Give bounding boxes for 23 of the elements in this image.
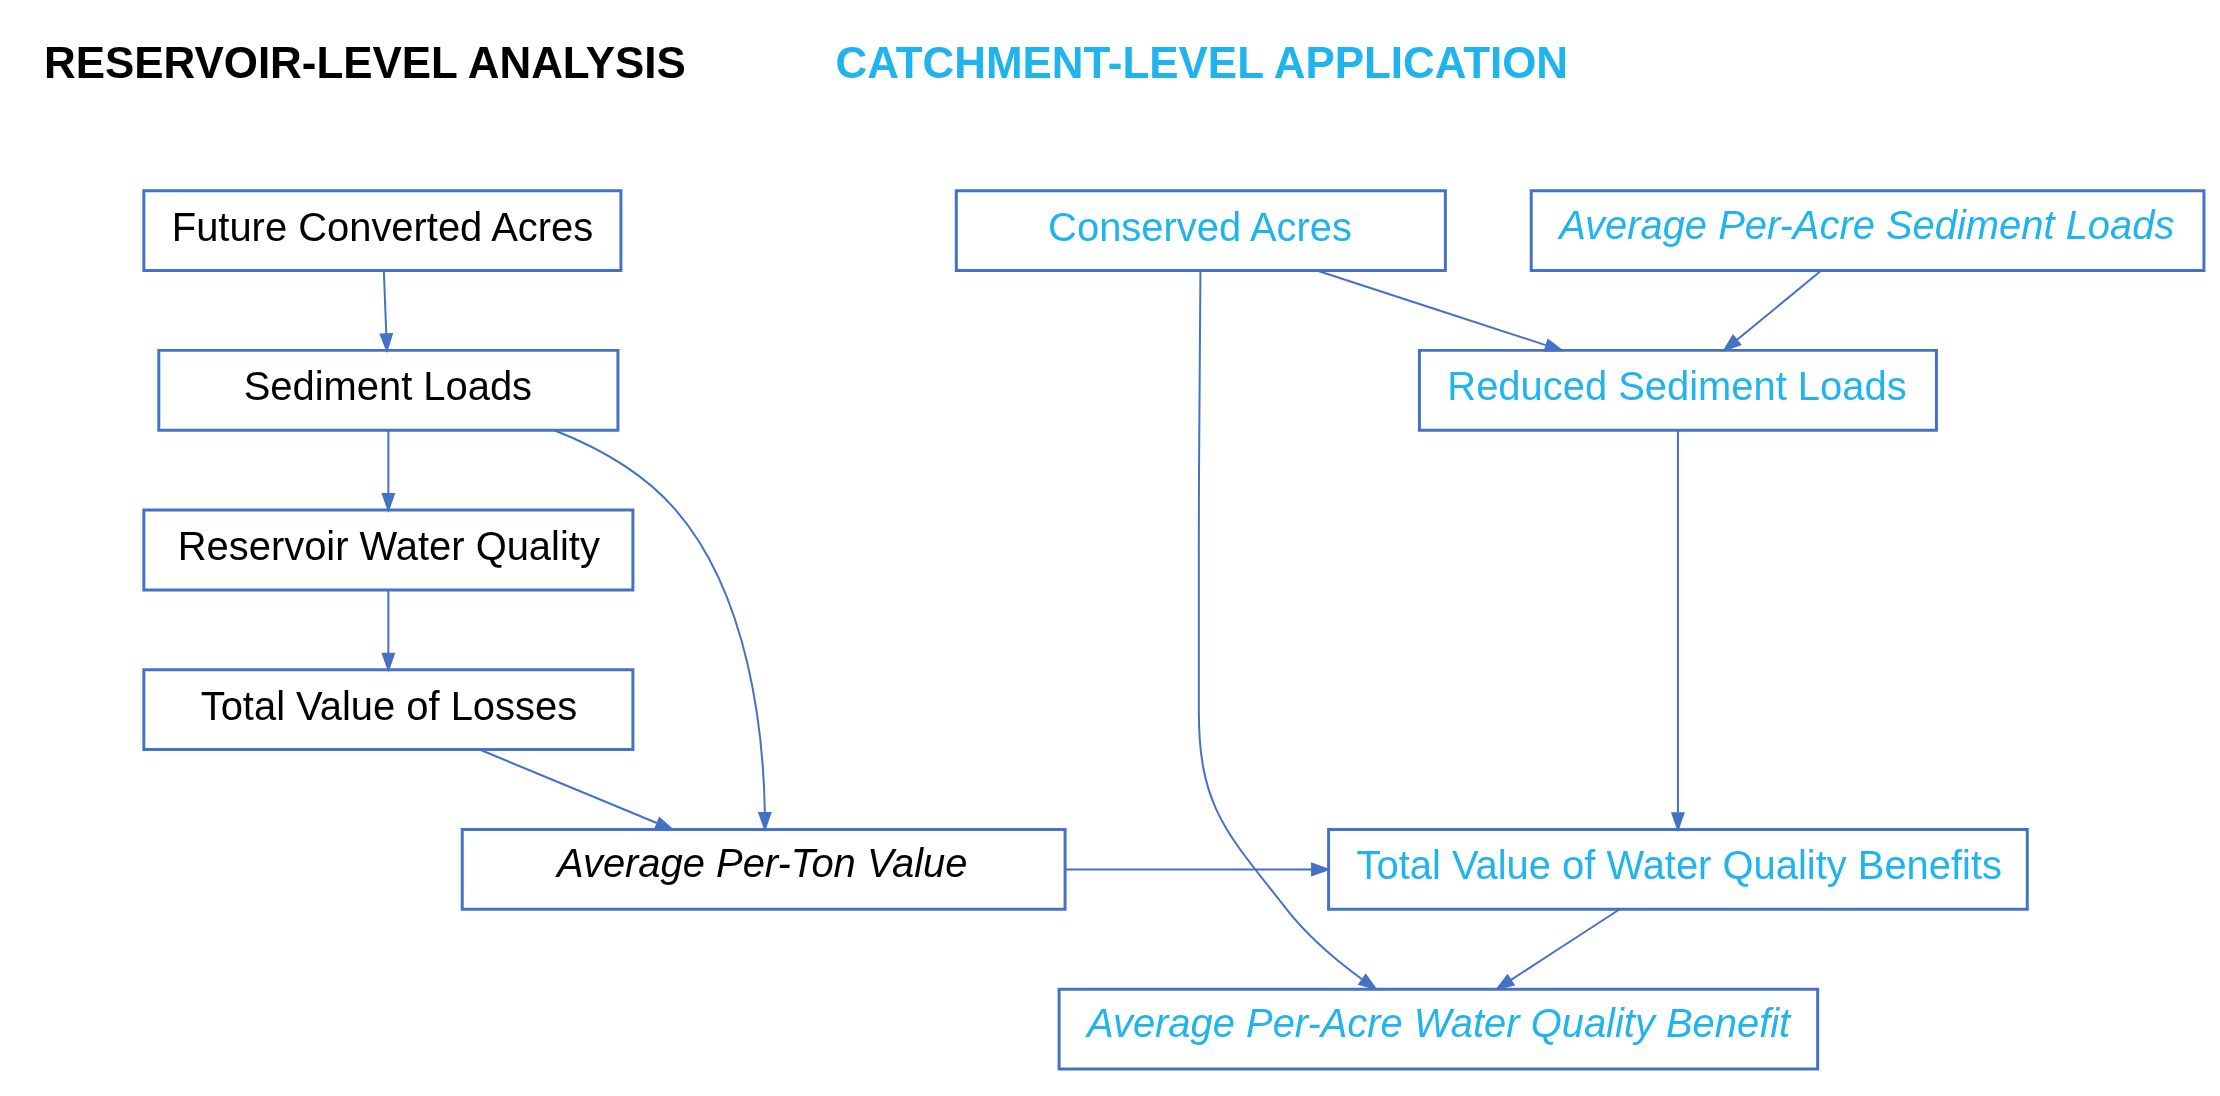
label: RESERVOIR-LEVEL ANALYSIS <box>44 38 686 88</box>
arrow <box>1494 908 1621 991</box>
node-box: Reservoir Water Quality <box>142 508 635 592</box>
node-box: Average Per-Acre Sediment Loads <box>1529 189 2206 272</box>
arrow <box>379 270 394 354</box>
arrow <box>479 748 675 831</box>
arrow <box>1197 270 1379 991</box>
arrow <box>1316 269 1565 352</box>
arrow <box>1721 270 1822 353</box>
arrow <box>1064 862 1332 877</box>
node-box: Conserved Acres <box>954 189 1447 272</box>
arrow <box>381 429 396 513</box>
arrow <box>381 589 396 673</box>
arrow <box>553 429 772 832</box>
node-box: Total Value of Losses <box>142 668 635 752</box>
node-box: Average Per-Ton Value <box>460 827 1067 911</box>
node-box: Average Per-Acre Water Quality Benefit <box>1057 987 1820 1071</box>
arrow <box>1670 429 1685 833</box>
node-box: Future Converted Acres <box>142 189 623 272</box>
node-box: Reduced Sediment Loads <box>1417 348 1938 432</box>
label: CATCHMENT-LEVEL APPLICATION <box>835 38 1569 88</box>
node-box: Sediment Loads <box>157 348 620 432</box>
node-box: Total Value of Water Quality Benefits <box>1327 827 2029 911</box>
